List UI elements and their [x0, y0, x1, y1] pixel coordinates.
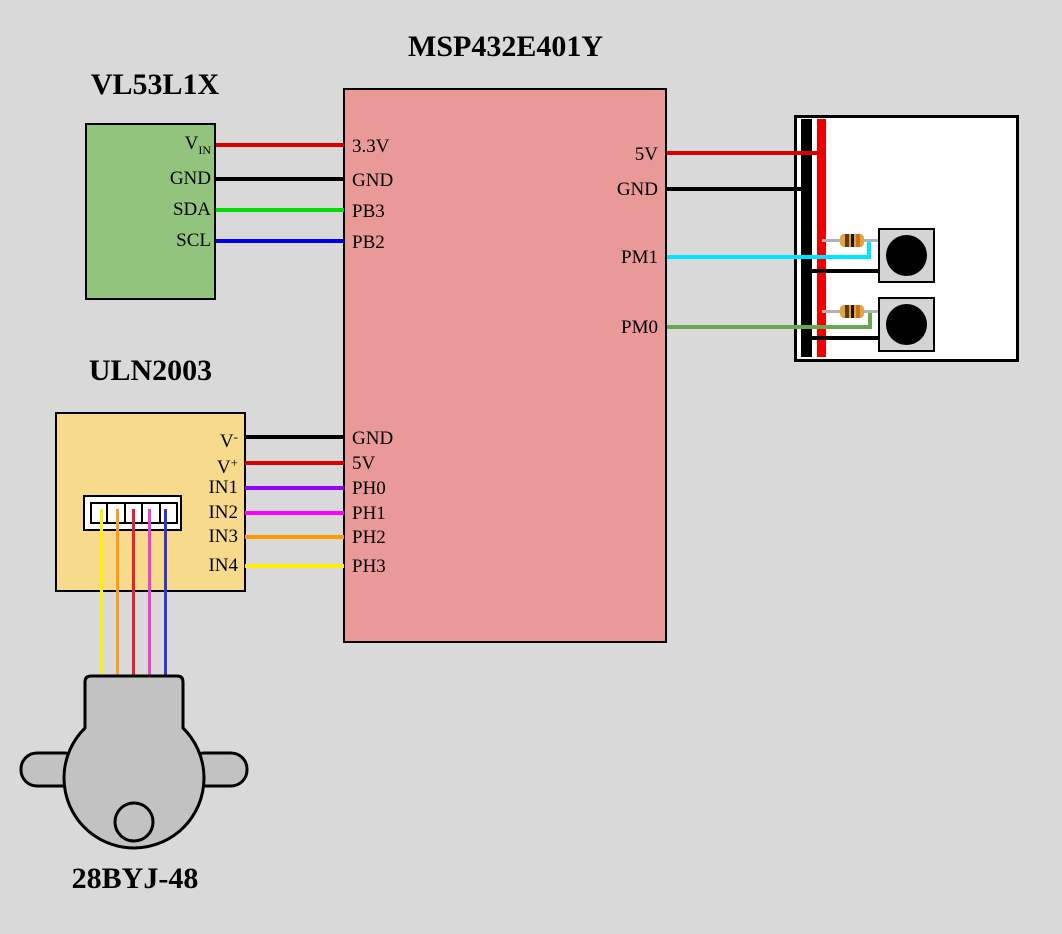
ground-rail — [801, 119, 812, 357]
mcu-pin-gnd-2: GND — [352, 428, 394, 449]
wire-motor-pink — [148, 509, 151, 679]
sensor-pin-scl: SCL — [176, 230, 211, 251]
resistor-band — [856, 305, 860, 318]
driver-pin-in4: IN4 — [208, 555, 238, 576]
push-button-1-cap — [886, 235, 927, 276]
wire-pm0-horizontal — [667, 325, 872, 329]
driver-pin-in3: IN3 — [208, 526, 238, 547]
wire-motor-yellow — [100, 509, 103, 679]
wire-motor-blue — [164, 509, 167, 679]
wire-in4-ph3 — [245, 564, 344, 568]
connector-divider — [141, 502, 143, 524]
connector-divider — [159, 502, 161, 524]
stepper-motor — [19, 674, 249, 850]
mcu-pin-pm0: PM0 — [621, 317, 658, 338]
wire-pm1-horizontal — [667, 255, 871, 259]
push-button-2 — [878, 297, 935, 352]
wire-pm0-vertical — [868, 311, 872, 329]
wire-vminus-gnd — [245, 435, 344, 439]
wire-vplus-5v — [245, 461, 344, 465]
mcu-pin-pb2: PB2 — [352, 232, 385, 253]
power-rail — [817, 119, 826, 357]
mcu-title: MSP432E401Y — [408, 30, 603, 63]
mcu-pin-5v-left: 5V — [352, 453, 376, 474]
mcu-pin-gnd-right: GND — [616, 179, 658, 200]
mcu-pin-pb3: PB3 — [352, 201, 385, 222]
connector-divider — [106, 502, 108, 524]
connector-divider — [124, 502, 126, 524]
sensor-pin-vin: VIN — [184, 133, 211, 157]
vl53l1x-box — [85, 123, 216, 300]
resistor-2-body — [840, 305, 864, 318]
resistor-1-body — [840, 234, 864, 247]
resistor-band — [845, 305, 849, 318]
wire-button1-gnd — [805, 269, 878, 273]
wire-in1-ph0 — [245, 486, 344, 490]
resistor-band — [856, 234, 860, 247]
mcu-pin-ph3: PH3 — [352, 556, 386, 577]
mcu-pin-gnd-1: GND — [352, 170, 394, 191]
push-button-2-cap — [886, 304, 927, 345]
sensor-pin-sda: SDA — [172, 199, 211, 220]
wire-pm1-vertical — [867, 239, 871, 259]
driver-pin-vplus: V+ — [216, 455, 238, 478]
motor-body — [62, 674, 206, 850]
wire-sensor-gnd — [216, 177, 344, 181]
wire-5v-rail — [667, 151, 826, 155]
resistor-band — [851, 234, 854, 247]
sensor-title: VL53L1X — [90, 68, 220, 101]
wire-in2-ph1 — [245, 511, 344, 515]
wire-gnd-rail — [667, 187, 809, 191]
motor-title: 28BYJ-48 — [71, 862, 199, 895]
wire-sda-pb3 — [216, 208, 344, 212]
driver-pin-vminus: V- — [219, 429, 238, 452]
mcu-pin-ph0: PH0 — [352, 478, 386, 499]
wire-in3-ph2 — [245, 535, 344, 539]
driver-pin-in1: IN1 — [208, 477, 238, 498]
mcu-pin-ph2: PH2 — [352, 527, 386, 548]
wire-scl-pb2 — [216, 239, 344, 243]
resistor-band — [845, 234, 849, 247]
push-button-1 — [878, 228, 935, 283]
msp432-box — [343, 88, 667, 643]
wire-vin-3v3 — [216, 143, 344, 147]
wire-button2-gnd — [805, 336, 878, 340]
wire-motor-red — [132, 509, 135, 679]
motor-shaft — [113, 801, 155, 843]
mcu-pin-pm1: PM1 — [621, 247, 658, 268]
driver-pin-in2: IN2 — [208, 502, 238, 523]
driver-title: ULN2003 — [88, 354, 213, 387]
mcu-pin-3v3: 3.3V — [352, 136, 390, 157]
wire-motor-orange — [116, 509, 119, 679]
mcu-pin-5v-right: 5V — [634, 144, 658, 165]
sensor-pin-gnd: GND — [169, 168, 211, 189]
mcu-pin-ph1: PH1 — [352, 503, 386, 524]
resistor-band — [851, 305, 854, 318]
